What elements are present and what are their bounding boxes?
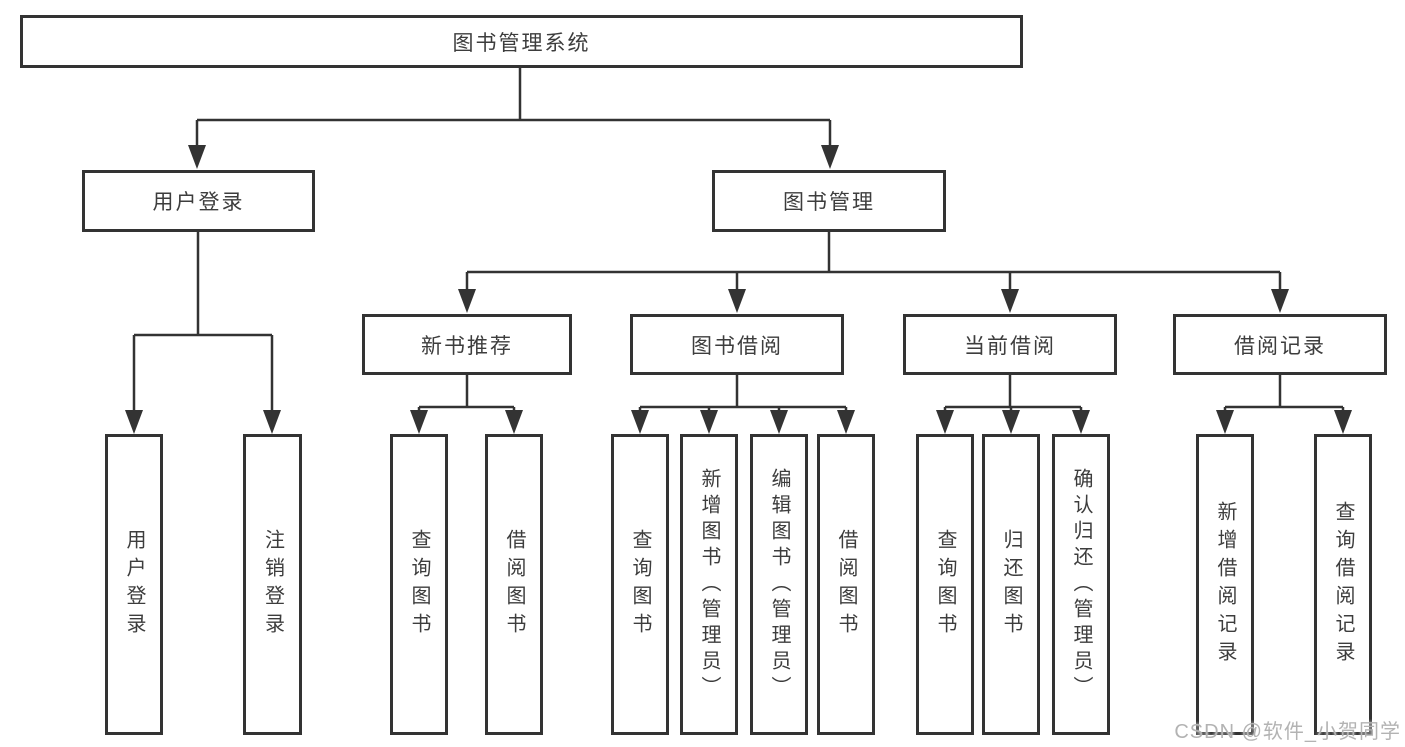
leaf-add-book-admin: 新增图书（管理员）	[680, 434, 738, 735]
node-label: 借阅图书	[835, 528, 857, 641]
node-label: 注销登录	[261, 528, 284, 641]
node-label: 新增借阅记录	[1214, 500, 1236, 669]
node-book-borrowing: 图书借阅	[630, 314, 844, 375]
node-label: 用户登录	[152, 191, 245, 214]
leaf-edit-book-admin: 编辑图书（管理员）	[750, 434, 808, 735]
node-label: 新书推荐	[421, 334, 513, 358]
leaf-borrow-books: 借阅图书	[817, 434, 875, 735]
leaf-borrow-books: 借阅图书	[485, 434, 543, 735]
arrowheads	[125, 145, 1352, 434]
csdn-watermark: CSDN @软件_小贺同学	[1174, 721, 1401, 743]
leaf-query-books: 查询图书	[916, 434, 974, 735]
node-user-login: 用户登录	[82, 170, 315, 232]
node-label: 图书管理	[783, 191, 875, 214]
node-label: 编辑图书（管理员）	[768, 467, 790, 702]
node-current-borrowing: 当前借阅	[903, 314, 1117, 375]
node-label: 图书借阅	[691, 334, 783, 358]
node-label: 借阅记录	[1234, 334, 1326, 358]
leaf-logout: 注销登录	[243, 434, 302, 735]
node-book-management: 图书管理	[712, 170, 946, 232]
node-label: 新增图书（管理员）	[698, 467, 720, 702]
node-label: 用户登录	[123, 528, 145, 641]
leaf-query-books: 查询图书	[390, 434, 448, 735]
node-borrowing-records: 借阅记录	[1173, 314, 1387, 375]
node-label: 当前借阅	[964, 334, 1056, 358]
node-label: 归还图书	[1000, 528, 1022, 641]
leaf-user-login: 用户登录	[105, 434, 163, 735]
node-label: 查询图书	[629, 528, 651, 641]
node-library-management-system: 图书管理系统	[20, 15, 1023, 68]
leaf-add-borrow-record: 新增借阅记录	[1196, 434, 1254, 735]
leaf-confirm-return-admin: 确认归还（管理员）	[1052, 434, 1110, 735]
node-label: 查询图书	[408, 528, 430, 641]
leaf-query-borrow-record: 查询借阅记录	[1314, 434, 1372, 735]
node-label: 确认归还（管理员）	[1070, 467, 1092, 702]
node-new-book-recommendation: 新书推荐	[362, 314, 572, 375]
leaf-query-books: 查询图书	[611, 434, 669, 735]
node-label: 图书管理系统	[452, 31, 591, 55]
node-label: 查询图书	[934, 528, 956, 641]
node-label: 借阅图书	[503, 528, 525, 641]
node-label: 查询借阅记录	[1332, 500, 1354, 669]
leaf-return-books: 归还图书	[982, 434, 1040, 735]
